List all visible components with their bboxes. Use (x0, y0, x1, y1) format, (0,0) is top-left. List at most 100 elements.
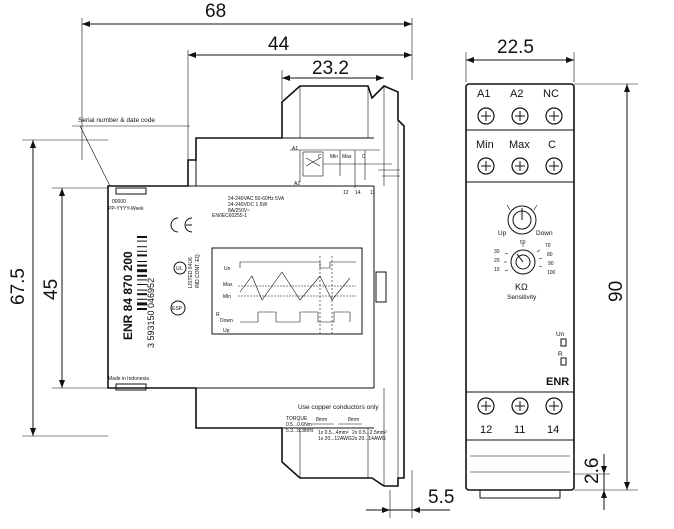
barcode-bar (137, 261, 147, 262)
torque-nm: 0.5...0.6Nm (286, 422, 312, 428)
terminal-14: 14 (547, 424, 559, 436)
wiring-schematic: A1 C Min Max C A2 12 14 11 (290, 146, 400, 196)
sch-a2: A2 (294, 181, 300, 187)
timing-max: Max (223, 282, 233, 288)
barcode-bar (137, 240, 147, 242)
sensitivity-label: Sensitivity (507, 294, 537, 301)
sch-14: 14 (355, 190, 361, 196)
knob-down: Down (536, 230, 553, 237)
wire-2-awg: 2x 20...14AWG (352, 436, 386, 442)
barcode-bar (137, 250, 147, 252)
barcode-bar (137, 274, 147, 277)
serial-callout: Serial number & date code 00000 PP-YYYY-… (72, 117, 190, 212)
supply-ac: 24-240VAC 50-60Hz 5VA (228, 196, 285, 202)
sensitivity-knob-icon (504, 244, 543, 275)
terminal-11: 11 (514, 424, 525, 436)
dim-overall-depth: 68 (205, 1, 226, 22)
timing-up: Up (223, 328, 230, 334)
listed-text: LISTED 64U6 (188, 257, 194, 288)
barcode-bar (137, 298, 147, 300)
sch-c1: C (318, 154, 322, 160)
relay-rating: 8A/250V~ (228, 208, 250, 214)
sch-max: Max (342, 154, 352, 160)
terminal-min: Min (476, 139, 494, 151)
barcode-number: 3 593150 046952 (146, 278, 156, 348)
standard: EN/IEC60255-1 (212, 213, 247, 219)
mid-terminal-labels: Min Max C (476, 139, 556, 151)
timing-un: Un (224, 266, 231, 272)
terminal-a2: A2 (510, 88, 523, 100)
scale-30: 30 (494, 249, 500, 255)
timing-r: R (216, 312, 220, 318)
product-label: ENR 84 870 200 3 593150 046952 UL LISTED… (108, 217, 201, 382)
made-in: Made in Indonesia (108, 376, 149, 382)
barcode-bar (137, 284, 147, 285)
barcode-bar (137, 236, 147, 238)
side-view-dimensions: 68 44 23.2 67.5 45 5.5 (8, 1, 454, 518)
svg-text:ESP: ESP (172, 306, 183, 312)
terminal-screw-icon (477, 107, 563, 415)
barcode-bar (137, 293, 147, 296)
strip-length-1: 8mm (316, 417, 327, 423)
barcode-bar (137, 279, 147, 281)
strip-length-2: 8mm (348, 417, 359, 423)
dim-clip-height: 2.6 (582, 458, 603, 484)
copper-note: Use copper conductors only (298, 404, 379, 411)
listed-sub: IND.CONT. EQ. (195, 253, 201, 288)
terminal-12: 12 (480, 424, 492, 436)
scale-70: 70 (545, 243, 551, 249)
front-view-dimensions: 22.5 90 2.6 (465, 37, 638, 510)
barcode-bar (137, 254, 147, 257)
led-un-label: Un (556, 331, 565, 338)
scale-80: 80 (547, 252, 553, 258)
led-r-label: R (558, 351, 563, 358)
side-view-outline (107, 85, 405, 487)
product-code: ENR 84 870 200 (121, 251, 135, 340)
knob-up: Up (498, 230, 507, 237)
serial-callout-text: Serial number & date code (78, 117, 155, 124)
esp-badge-icon: ESP (170, 300, 186, 316)
code-week: PP-YYYY-Week (108, 206, 144, 212)
scale-100: 100 (547, 270, 556, 276)
ce-mark-icon (170, 217, 193, 233)
barcode-bar (137, 289, 147, 291)
wire-2-mm: 2x 0.5...2.5mm² (352, 430, 387, 436)
barcode-bar (137, 302, 147, 306)
top-terminal-labels: A1 A2 NC (477, 88, 559, 100)
dim-width: 22.5 (497, 37, 534, 58)
ul-listed-icon: UL (173, 261, 187, 275)
front-view-outline (465, 83, 575, 499)
unit-kohm: KΩ (515, 282, 528, 292)
barcode (137, 236, 147, 310)
terminal-max: Max (509, 139, 530, 151)
terminal-nc: NC (543, 88, 559, 100)
barcode-bar (137, 264, 147, 267)
terminal-c: C (548, 139, 556, 151)
brand-label: ENR (546, 376, 569, 388)
dim-cap-depth: 23.2 (312, 58, 349, 79)
scale-20: 20 (494, 258, 500, 264)
timing-diagram: Un Max Min R Down Up (211, 247, 363, 335)
dim-body-height: 45 (41, 279, 62, 300)
sch-c2: C (362, 154, 366, 160)
barcode-bar (137, 246, 147, 248)
torque-lbin: 5.3...5.3lbIN (286, 428, 313, 434)
dim-rail-offset: 5.5 (428, 487, 454, 508)
dim-height: 90 (606, 281, 627, 302)
timing-down: Down (220, 318, 233, 324)
scale-10: 10 (494, 267, 500, 273)
scale-50: 50 (520, 240, 526, 246)
bottom-terminal-labels: 12 11 14 (480, 424, 559, 436)
torque-label: TORQUE (286, 416, 308, 422)
sch-min: Min (330, 154, 338, 160)
mode-knob-icon (506, 204, 538, 235)
barcode-bar (137, 308, 147, 310)
scale-90: 90 (548, 261, 554, 267)
sch-11: 11 (370, 190, 375, 196)
timing-min: Min (223, 294, 231, 300)
dim-overall-height: 67.5 (8, 268, 29, 305)
code-small: 00000 (112, 199, 126, 205)
supply-dc: 24-240VDC 1.5W (228, 202, 267, 208)
wiring-note: Use copper conductors only TORQUE 0.5...… (286, 404, 387, 442)
